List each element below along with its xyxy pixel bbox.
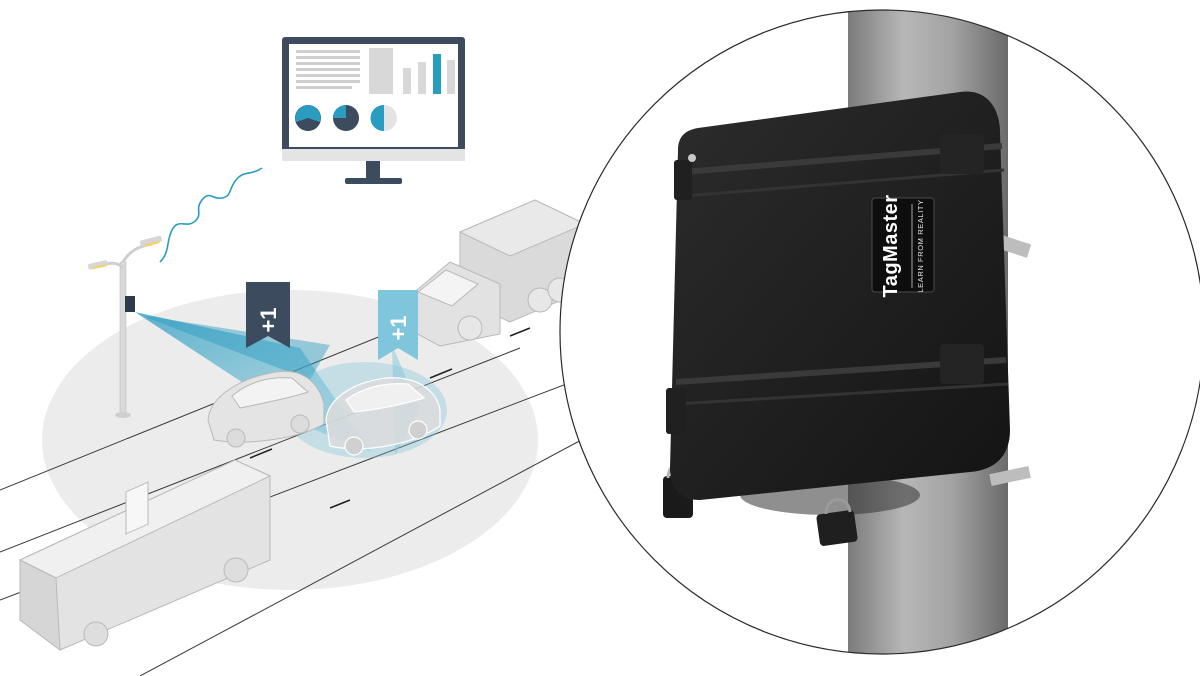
car-left xyxy=(207,370,325,448)
brand-name: TagMaster xyxy=(880,194,902,297)
monitor-text-lines xyxy=(296,50,360,89)
brand-tagline: LEARN FROM REALITY xyxy=(916,199,925,292)
count-badge-light: +1 xyxy=(378,290,418,360)
bus xyxy=(18,459,272,652)
lane-dashes xyxy=(249,327,531,509)
traffic-sensor-icon xyxy=(125,296,135,312)
brand-label: TagMaster LEARN FROM REALITY xyxy=(871,194,935,298)
count-badge-dark-text: +1 xyxy=(256,307,281,332)
wireless-signal-wave xyxy=(159,167,263,263)
padlock-right xyxy=(816,498,858,546)
traffic-illustration: +1 +1 xyxy=(0,37,601,676)
photo-circle-border xyxy=(559,9,1200,655)
monitor-pie-charts xyxy=(295,104,397,132)
street-lamp xyxy=(87,235,162,418)
car-highlighted xyxy=(325,377,441,456)
dashboard-monitor xyxy=(282,37,465,184)
device-photo-circle: TagMaster LEARN FROM REALITY xyxy=(559,9,1200,655)
truck xyxy=(409,199,587,347)
sensor-case: TagMaster LEARN FROM REALITY xyxy=(666,91,1010,501)
count-badge-light-text: +1 xyxy=(386,315,411,340)
count-badge-dark: +1 xyxy=(246,282,290,348)
monitor-bar-chart xyxy=(369,48,455,94)
